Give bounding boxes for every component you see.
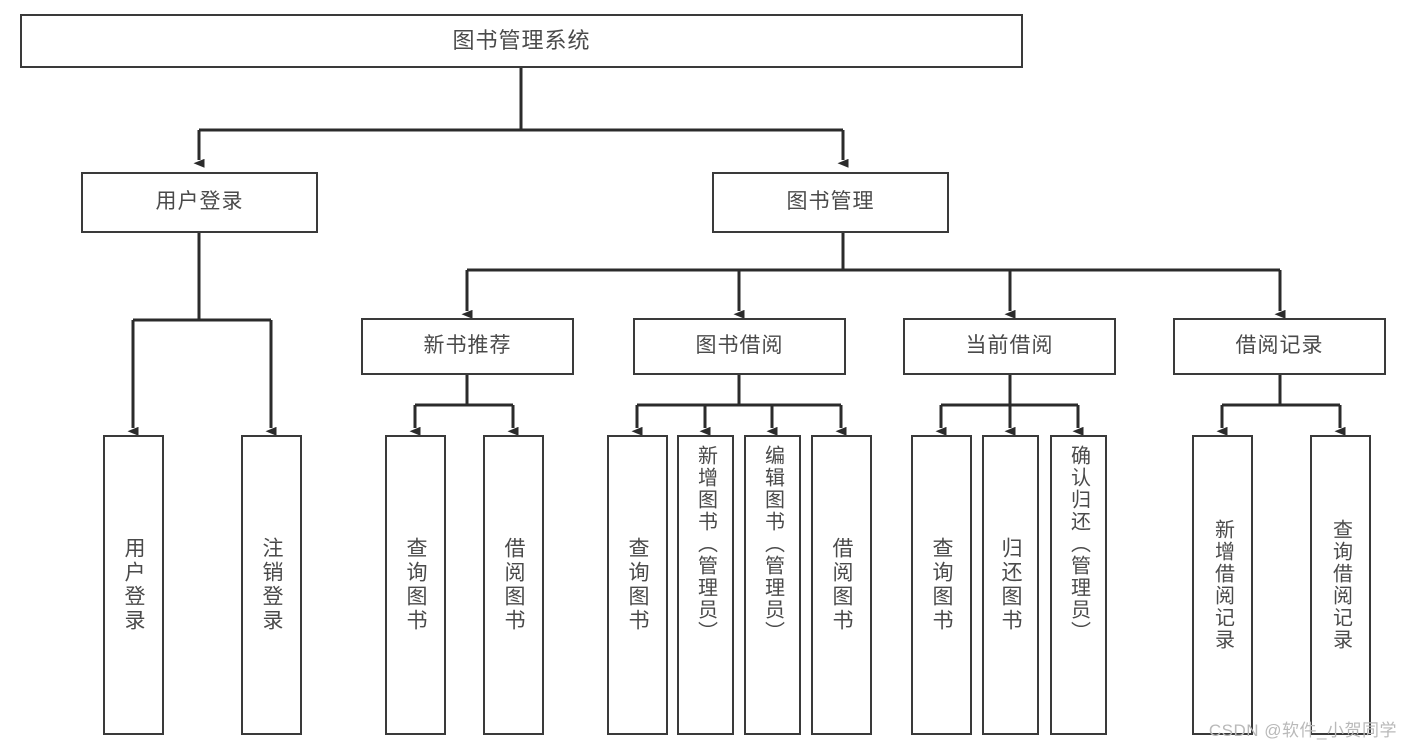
node-root-label: 图书管理系统 <box>452 28 591 54</box>
node-leaf-user-login[interactable]: 用户登录 <box>103 435 164 735</box>
node-book-management[interactable]: 图书管理 <box>712 172 949 233</box>
node-leaf-query-book-1-label: 查询图书 <box>404 537 427 633</box>
node-leaf-edit-book[interactable]: 编辑图书（管理员） <box>744 435 801 735</box>
node-leaf-confirm-return[interactable]: 确认归还（管理员） <box>1050 435 1107 735</box>
node-leaf-query-book-3-label: 查询图书 <box>930 537 953 633</box>
node-borrow-record[interactable]: 借阅记录 <box>1173 318 1386 375</box>
node-leaf-query-record-label: 查询借阅记录 <box>1329 519 1352 651</box>
node-leaf-borrow-book-1[interactable]: 借阅图书 <box>483 435 544 735</box>
node-leaf-query-book-3[interactable]: 查询图书 <box>911 435 972 735</box>
node-leaf-borrow-book-2[interactable]: 借阅图书 <box>811 435 872 735</box>
node-user-login-label: 用户登录 <box>155 190 244 214</box>
node-book-management-label: 图书管理 <box>786 190 875 214</box>
node-current-borrow-label: 当前借阅 <box>965 334 1054 358</box>
node-leaf-add-record[interactable]: 新增借阅记录 <box>1192 435 1253 735</box>
node-leaf-return-book-label: 归还图书 <box>999 537 1022 633</box>
node-leaf-query-book-1[interactable]: 查询图书 <box>385 435 446 735</box>
node-leaf-edit-book-label: 编辑图书（管理员） <box>761 445 784 643</box>
node-leaf-borrow-book-1-label: 借阅图书 <box>502 537 525 633</box>
node-leaf-confirm-return-label: 确认归还（管理员） <box>1067 445 1090 643</box>
node-new-book-recommend[interactable]: 新书推荐 <box>361 318 574 375</box>
node-borrow-record-label: 借阅记录 <box>1235 334 1324 358</box>
node-leaf-query-book-2-label: 查询图书 <box>626 537 649 633</box>
node-leaf-return-book[interactable]: 归还图书 <box>982 435 1039 735</box>
node-current-borrow[interactable]: 当前借阅 <box>903 318 1116 375</box>
node-leaf-add-book[interactable]: 新增图书（管理员） <box>677 435 734 735</box>
node-root[interactable]: 图书管理系统 <box>20 14 1023 68</box>
node-leaf-borrow-book-2-label: 借阅图书 <box>830 537 853 633</box>
node-leaf-user-login-label: 用户登录 <box>122 537 145 633</box>
node-leaf-logout-label: 注销登录 <box>260 537 283 633</box>
node-book-borrow[interactable]: 图书借阅 <box>633 318 846 375</box>
node-leaf-query-record[interactable]: 查询借阅记录 <box>1310 435 1371 735</box>
node-user-login[interactable]: 用户登录 <box>81 172 318 233</box>
node-leaf-add-record-label: 新增借阅记录 <box>1211 519 1234 651</box>
node-leaf-query-book-2[interactable]: 查询图书 <box>607 435 668 735</box>
node-new-book-recommend-label: 新书推荐 <box>423 334 512 358</box>
watermark-text: CSDN @软件_小贺同学 <box>1208 721 1397 740</box>
node-leaf-add-book-label: 新增图书（管理员） <box>694 445 717 643</box>
node-book-borrow-label: 图书借阅 <box>695 334 784 358</box>
node-leaf-logout[interactable]: 注销登录 <box>241 435 302 735</box>
